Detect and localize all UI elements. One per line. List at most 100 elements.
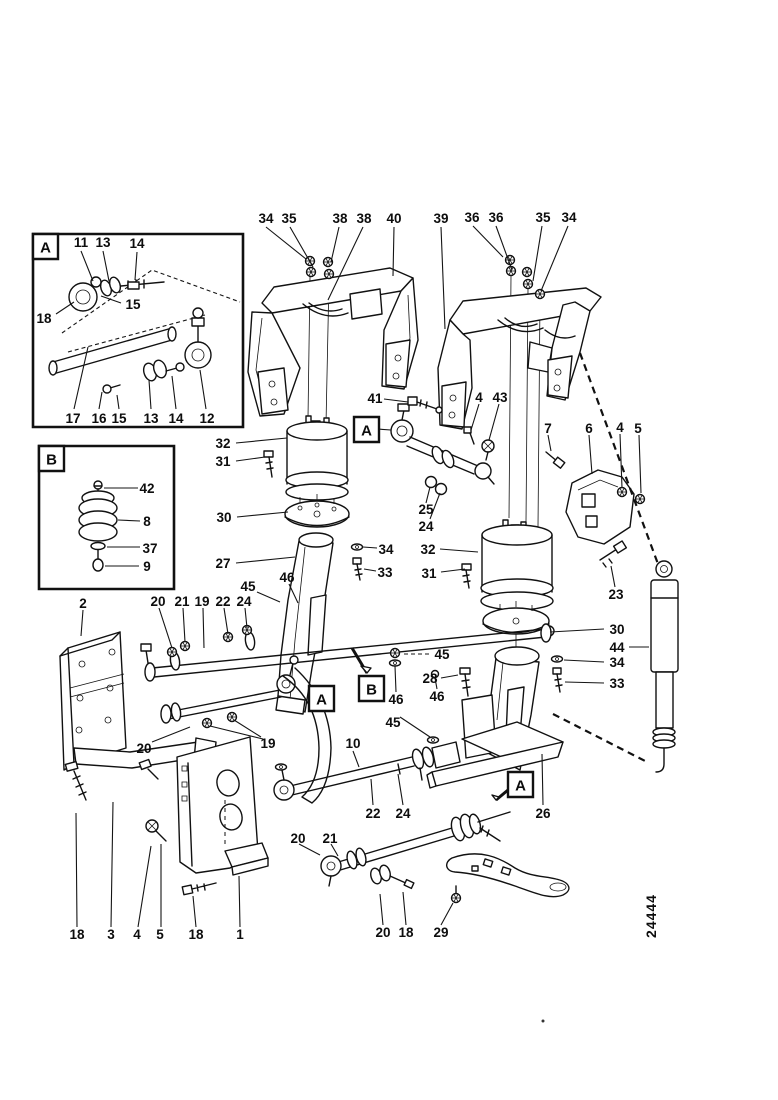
torque-rod-upper (141, 624, 551, 681)
part-callout-31: 31 (215, 454, 231, 469)
section-marker-a: A (508, 772, 533, 797)
section-marker-b: B (39, 446, 64, 471)
part-callout-45: 45 (434, 647, 450, 662)
svg-text:B: B (46, 452, 57, 469)
part-callout-21: 21 (322, 831, 338, 846)
part-callout-34: 34 (609, 655, 625, 670)
part-callout-5: 5 (156, 927, 164, 942)
part-callout-23: 23 (608, 587, 624, 602)
part-callout-22: 22 (215, 594, 230, 609)
torque-rod-second (161, 656, 298, 729)
leader-lines (56, 226, 649, 927)
part-callout-20: 20 (375, 925, 390, 940)
part-callout-46: 46 (388, 692, 404, 707)
track-rod (321, 812, 510, 886)
part-callout-32: 32 (420, 542, 435, 557)
part-callout-20: 20 (290, 831, 305, 846)
part-callout-32: 32 (215, 436, 230, 451)
part-callout-4: 4 (133, 927, 141, 942)
part-callout-44: 44 (609, 640, 625, 655)
part-callout-12: 12 (199, 411, 214, 426)
part-callout-46: 46 (429, 689, 445, 704)
stud-lines (308, 276, 540, 527)
part-callout-14: 14 (168, 411, 184, 426)
part-callout-15: 15 (111, 411, 127, 426)
section-marker-a: A (309, 686, 334, 711)
part-callout-8: 8 (143, 514, 151, 529)
air-spring-left (264, 416, 349, 527)
part-callout-18: 18 (36, 311, 52, 326)
part-callout-38: 38 (356, 211, 372, 226)
right-frame-hanger (438, 288, 601, 429)
part-callout-24: 24 (395, 806, 411, 821)
part-callout-24: 24 (418, 519, 434, 534)
part-callout-10: 10 (345, 736, 360, 751)
part-callout-34: 34 (378, 542, 394, 557)
part-callout-6: 6 (585, 421, 593, 436)
part-callout-35: 35 (535, 210, 551, 225)
svg-text:A: A (316, 692, 327, 709)
part-callout-13: 13 (143, 411, 159, 426)
part-callout-17: 17 (65, 411, 80, 426)
part-callout-3: 3 (107, 927, 115, 942)
mid-fastener-cluster (388, 647, 471, 744)
part-callout-29: 29 (433, 925, 448, 940)
part-callout-34: 34 (561, 210, 577, 225)
part-callout-19: 19 (260, 736, 275, 751)
part-callout-36: 36 (488, 210, 504, 225)
part-callout-5: 5 (634, 421, 642, 436)
part-callout-42: 42 (139, 481, 154, 496)
part-callout-33: 33 (609, 676, 625, 691)
svg-text:A: A (515, 778, 526, 795)
shock-absorber (553, 353, 678, 772)
part-callout-21: 21 (174, 594, 190, 609)
part-callout-34: 34 (258, 211, 274, 226)
left-frame-hanger (248, 268, 418, 416)
part-callout-19: 19 (194, 594, 209, 609)
part-callout-33: 33 (377, 565, 393, 580)
part-callout-18: 18 (188, 927, 204, 942)
part-callout-38: 38 (332, 211, 348, 226)
part-callout-43: 43 (492, 390, 508, 405)
svg-text:A: A (361, 423, 372, 440)
section-marker-a: A (33, 234, 58, 259)
mount-bracket-right (408, 397, 646, 544)
drag-link (274, 742, 460, 800)
part-callout-35: 35 (281, 211, 297, 226)
part-callout-20: 20 (136, 741, 151, 756)
part-callout-39: 39 (433, 211, 448, 226)
part-callout-37: 37 (142, 541, 157, 556)
part-callout-26: 26 (535, 806, 551, 821)
part-callout-45: 45 (385, 715, 401, 730)
part-callout-41: 41 (367, 391, 383, 406)
part-callout-45: 45 (240, 579, 256, 594)
part-callout-4: 4 (475, 390, 483, 405)
part-callout-30: 30 (216, 510, 231, 525)
axle-beam (427, 695, 563, 788)
part-callout-20: 20 (150, 594, 165, 609)
part-callout-30: 30 (609, 622, 624, 637)
part-callout-9: 9 (143, 559, 151, 574)
section-marker-layer: A B A A B A (33, 234, 533, 797)
part-callout-1: 1 (236, 927, 244, 942)
part-callout-16: 16 (91, 411, 107, 426)
spring-seat-plate (139, 737, 268, 895)
inset-detail-a (33, 234, 243, 427)
section-marker-b: B (359, 676, 384, 701)
part-callout-13: 13 (95, 235, 111, 250)
svg-text:B: B (366, 682, 377, 699)
part-callout-36: 36 (464, 210, 480, 225)
part-callout-24: 24 (236, 594, 252, 609)
part-callout-4: 4 (616, 420, 624, 435)
steering-arm (369, 854, 569, 904)
part-callout-28: 28 (422, 671, 438, 686)
part-callout-27: 27 (215, 556, 230, 571)
part-callout-14: 14 (129, 236, 145, 251)
torque-rod-diagonal (391, 404, 494, 495)
svg-text:A: A (40, 240, 51, 257)
section-marker-a: A (354, 417, 379, 442)
print-dot (541, 1019, 545, 1023)
drawing-number: 24444 (643, 894, 659, 938)
